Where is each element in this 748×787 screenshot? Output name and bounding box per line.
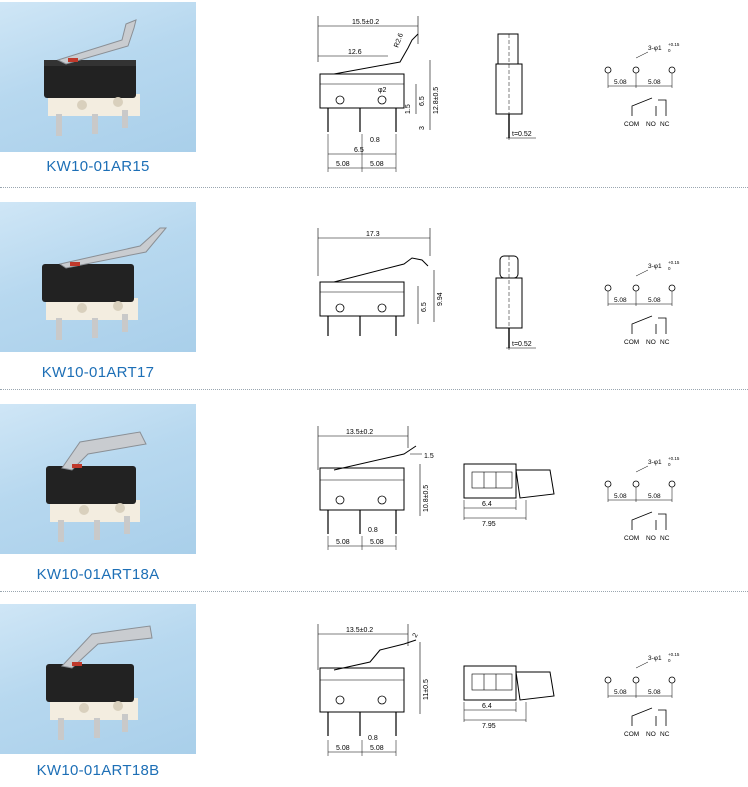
dim-6-4: 6.4 bbox=[482, 501, 492, 508]
schematic-pitch-1: 5.08 bbox=[614, 297, 627, 304]
schematic-tol-dn: 0 bbox=[668, 658, 671, 663]
front-view-drawing: 17.3 6.5 9.94 bbox=[317, 228, 444, 336]
pin-no: NO bbox=[646, 535, 656, 542]
dim-6-5b: 6.5 bbox=[354, 147, 364, 154]
row-divider bbox=[0, 389, 748, 390]
product-photo bbox=[0, 202, 196, 352]
dim-6-4: 6.4 bbox=[482, 703, 492, 710]
dim-2: 2 bbox=[412, 632, 420, 639]
dim-3: 3 bbox=[419, 126, 426, 130]
dim-width: 13.5±0.2 bbox=[346, 627, 373, 634]
pin-schematic: 3-φ1 +0.15 0 5.08 5.08 COM NO NC bbox=[604, 652, 680, 738]
pin-schematic: 3-φ1 +0.15 0 5.08 5.08 COM NO NC bbox=[604, 456, 680, 542]
side-view-drawing: 6.4 7.95 bbox=[463, 463, 555, 528]
dim-pitch-1: 5.08 bbox=[336, 161, 350, 168]
dim-0-8: 0.8 bbox=[370, 137, 380, 144]
pin-no: NO bbox=[646, 731, 656, 738]
switch-photo-image bbox=[42, 227, 168, 340]
schematic-tolerance: 3-φ1 bbox=[648, 263, 662, 270]
dim-pitch-2: 5.08 bbox=[370, 745, 384, 752]
schematic-pitch-2: 5.08 bbox=[648, 297, 661, 304]
schematic-tol-up: +0.15 bbox=[668, 456, 680, 461]
model-label: KW10-01ART18A bbox=[36, 566, 160, 583]
pin-schematic: 3-φ1 +0.15 0 5.08 5.08 COM NO NC bbox=[604, 42, 680, 128]
schematic-tol-up: +0.15 bbox=[668, 260, 680, 265]
dim-width: 15.5±0.2 bbox=[352, 19, 379, 26]
dim-7-95: 7.95 bbox=[482, 521, 496, 528]
schematic-pitch-1: 5.08 bbox=[614, 79, 627, 86]
dim-6-5: 6.5 bbox=[419, 96, 426, 106]
dim-7-95: 7.95 bbox=[482, 723, 496, 730]
dim-pitch-2: 5.08 bbox=[370, 161, 384, 168]
side-view-drawing: t=0.52 bbox=[495, 33, 536, 142]
dim-height: 12.8±0.5 bbox=[433, 87, 440, 114]
front-view-drawing: 13.5±0.2 1.5 10.8±0.5 0.8 5.08 5.08 bbox=[317, 426, 434, 550]
switch-photo-image bbox=[46, 431, 147, 542]
front-view-drawing: 13.5±0.2 2 11±0.5 0.8 5.08 5.08 bbox=[317, 624, 430, 756]
dim-1-5: 1.5 bbox=[424, 453, 434, 460]
pin-com: COM bbox=[624, 535, 639, 542]
dim-pitch-2: 5.08 bbox=[370, 539, 384, 546]
dim-hole: φ2 bbox=[378, 87, 387, 94]
schematic-pitch-2: 5.08 bbox=[648, 493, 661, 500]
dim-height: 9.94 bbox=[437, 292, 444, 306]
dim-1-5: 1.5 bbox=[405, 104, 412, 114]
pin-nc: NC bbox=[660, 535, 670, 542]
dim-pivot: 12.6 bbox=[348, 49, 362, 56]
dim-radius: R2.6 bbox=[393, 32, 405, 48]
model-label: KW10-01ART18B bbox=[36, 762, 160, 779]
dim-thickness: t=0.52 bbox=[512, 131, 532, 138]
schematic-tol-dn: 0 bbox=[668, 462, 671, 467]
dim-height: 11±0.5 bbox=[423, 679, 430, 700]
dim-0-8: 0.8 bbox=[368, 527, 378, 534]
pin-com: COM bbox=[624, 731, 639, 738]
pin-schematic: 3-φ1 +0.15 0 5.08 5.08 COM NO NC bbox=[604, 260, 680, 346]
side-view-drawing: 6.4 7.95 bbox=[463, 665, 555, 730]
product-row-4: KW10-01ART18B 13.5±0.2 2 11±0.5 0.8 5.08… bbox=[0, 602, 748, 787]
model-label: KW10-01AR15 bbox=[46, 158, 150, 175]
product-row-2: KW10-01ART17 17.3 6.5 9.94 t=0.52 3-φ1 +… bbox=[0, 200, 748, 388]
dim-thickness: t=0.52 bbox=[512, 341, 532, 348]
product-row-1: KW10-01AR15 15.5±0.2 12.6 R2.6 φ2 12.8±0… bbox=[0, 0, 748, 188]
schematic-pitch-1: 5.08 bbox=[614, 689, 627, 696]
product-photo bbox=[0, 404, 196, 554]
row-divider bbox=[0, 187, 748, 188]
pin-com: COM bbox=[624, 121, 639, 128]
dim-6-5: 6.5 bbox=[421, 302, 428, 312]
dim-height: 10.8±0.5 bbox=[423, 485, 430, 512]
schematic-pitch-2: 5.08 bbox=[648, 689, 661, 696]
schematic-tolerance: 3-φ1 bbox=[648, 45, 662, 52]
schematic-pitch-2: 5.08 bbox=[648, 79, 661, 86]
product-row-3: KW10-01ART18A 13.5±0.2 1.5 10.8±0.5 0.8 … bbox=[0, 402, 748, 590]
schematic-tolerance: 3-φ1 bbox=[648, 459, 662, 466]
row-divider bbox=[0, 591, 748, 592]
dim-pitch-1: 5.08 bbox=[336, 745, 350, 752]
switch-photo-image bbox=[44, 19, 140, 136]
dim-width: 13.5±0.2 bbox=[346, 429, 373, 436]
dim-width: 17.3 bbox=[366, 231, 380, 238]
model-label: KW10-01ART17 bbox=[41, 364, 155, 381]
pin-nc: NC bbox=[660, 339, 670, 346]
schematic-tol-dn: 0 bbox=[668, 48, 671, 53]
front-view-drawing: 15.5±0.2 12.6 R2.6 φ2 12.8±0.5 6.5 1.5 3… bbox=[317, 16, 440, 172]
schematic-tol-dn: 0 bbox=[668, 266, 671, 271]
schematic-tol-up: +0.15 bbox=[668, 652, 680, 657]
switch-photo-image bbox=[46, 625, 153, 740]
schematic-pitch-1: 5.08 bbox=[614, 493, 627, 500]
pin-no: NO bbox=[646, 121, 656, 128]
schematic-tolerance: 3-φ1 bbox=[648, 655, 662, 662]
product-photo bbox=[0, 604, 196, 754]
pin-no: NO bbox=[646, 339, 656, 346]
product-photo bbox=[0, 2, 196, 152]
pin-com: COM bbox=[624, 339, 639, 346]
dim-pitch-1: 5.08 bbox=[336, 539, 350, 546]
dim-0-8: 0.8 bbox=[368, 735, 378, 742]
schematic-tol-up: +0.15 bbox=[668, 42, 680, 47]
side-view-drawing: t=0.52 bbox=[495, 255, 536, 352]
pin-nc: NC bbox=[660, 731, 670, 738]
pin-nc: NC bbox=[660, 121, 670, 128]
